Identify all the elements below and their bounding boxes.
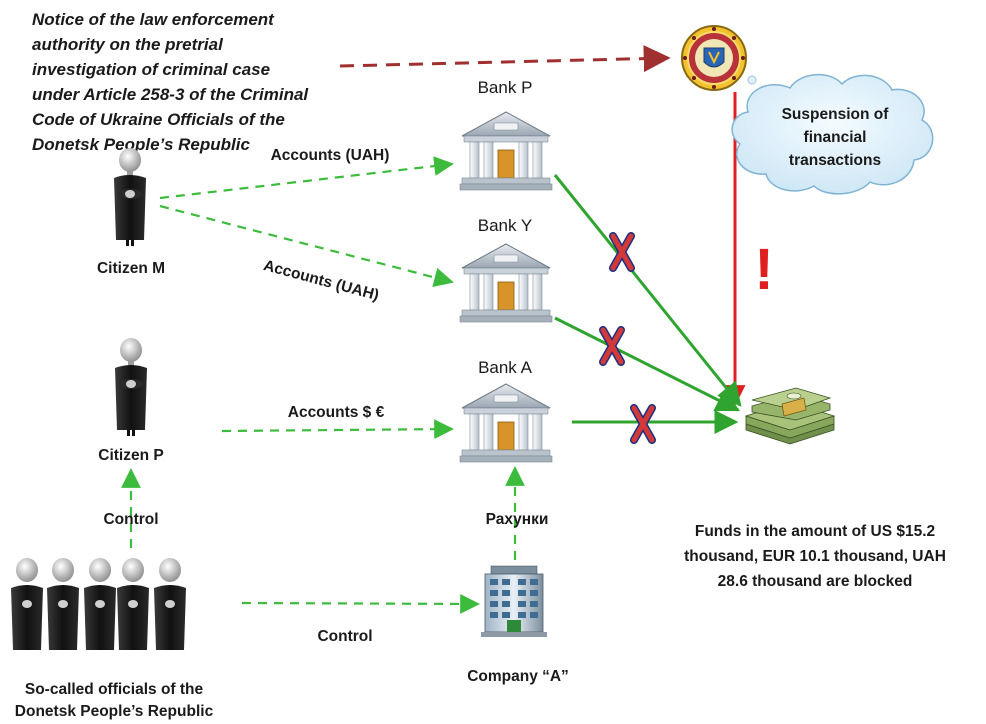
bank-a-label: Bank A [478,358,533,377]
bank-a-icon [459,383,553,463]
notice-line: under Article 258-3 of the Criminal [32,85,309,104]
bank-y-label: Bank Y [478,216,533,235]
cloud-line: Suspension of [782,106,890,123]
notice-line: investigation of criminal case [32,60,270,79]
office-building-icon [481,565,547,637]
bank-p-icon [459,111,553,191]
p-to-a-label: Accounts $ € [288,404,385,421]
bank-p-label: Bank P [478,78,533,97]
alert-mark: ! [754,237,773,302]
law-enforcement-seal-icon [681,25,747,91]
cloud-line: transactions [789,152,881,169]
x-mark-icon [609,232,635,272]
notice-arrow [339,45,671,73]
officials-to-company-arrow [241,594,480,614]
x-mark-icon [630,404,656,444]
cloud-line: financial [804,129,867,146]
notice-line: Donetsk People’s Republic [32,135,250,154]
m-to-bank-y-arrow [159,204,454,288]
officials-to-p-label: Control [103,511,158,528]
blocked-note-line: 28.6 thousand are blocked [718,573,913,590]
x-mark-icon [599,326,625,366]
thought-bubble-dot [747,75,757,85]
citizen-m-figure [114,148,146,246]
blocked-note-line: Funds in the amount of US $15.2 [695,523,935,540]
notice-line: Code of Ukraine Officials of the [32,110,285,129]
m-to-y-label: Accounts (UAH) [262,257,381,304]
alert-icon: ! [754,237,773,302]
officials-to-company-label: Control [317,628,372,645]
notice-text: Notice of the law enforcement authority … [32,10,309,154]
suspension-cloud: Suspension of financial transactions [731,73,934,195]
citizen-p-figure [115,338,147,436]
notice-line: authority on the pretrial [32,35,224,54]
company-label: Company “A” [467,668,569,685]
notice-line: Notice of the law enforcement [32,10,275,29]
citizen-p-label: Citizen P [98,447,163,464]
bank-p-funds-arrow [553,174,742,407]
officials-label-line: Donetsk People’s Republic [15,703,214,720]
officials-label-line: So-called officials of the [25,681,204,698]
bank-y-funds-arrow [554,316,741,412]
company-to-a-label: Рахунки [486,511,549,528]
citizen-m-label: Citizen M [97,260,165,277]
officials-group-icon [11,558,186,650]
bank-y-icon [459,243,553,323]
m-to-p-label: Accounts (UAH) [271,147,390,164]
m-to-bank-p-arrow [159,156,454,200]
blocked-funds-note: Funds in the amount of US $15.2 thousand… [684,523,946,590]
blocked-note-line: thousand, EUR 10.1 thousand, UAH [684,548,946,565]
p-to-bank-a-arrow [221,419,454,440]
money-stack-icon [744,387,836,445]
